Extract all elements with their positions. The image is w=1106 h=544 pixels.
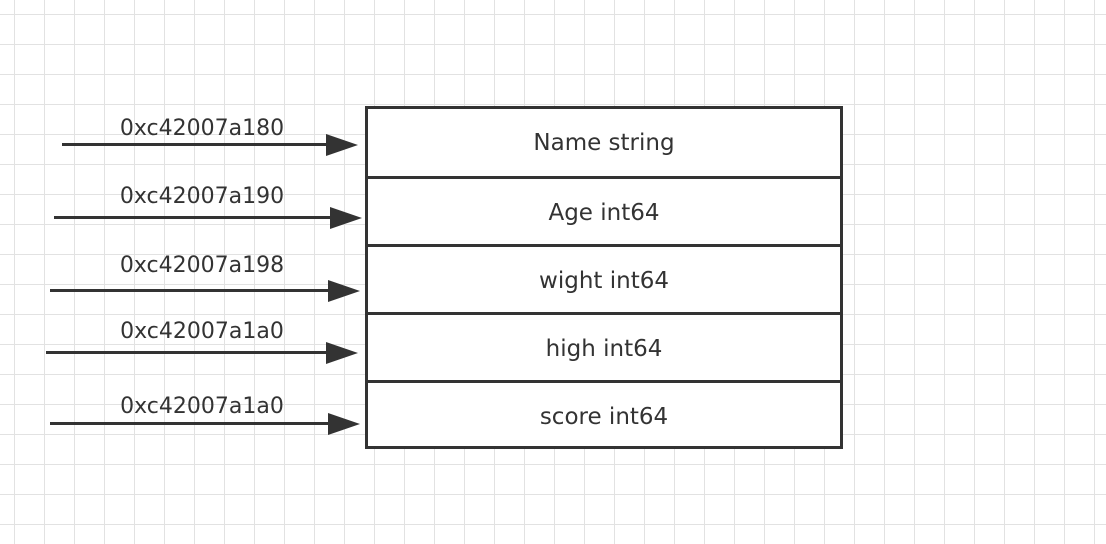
- arrow-head-icon: [328, 413, 360, 435]
- field-score: score int64: [368, 383, 840, 451]
- arrow-head-icon: [326, 342, 358, 364]
- field-divider: [368, 244, 840, 247]
- address-label-age: 0xc42007a190: [119, 184, 285, 209]
- field-label: score int64: [539, 404, 669, 430]
- arrow-head-icon: [326, 134, 358, 156]
- pointer-arrow-wight: [50, 279, 360, 303]
- field-label: high int64: [545, 336, 663, 362]
- field-divider: [368, 380, 840, 383]
- field-high: high int64: [368, 315, 840, 383]
- pointer-arrow-age: [54, 206, 362, 230]
- field-divider: [368, 176, 840, 179]
- struct-box: Name string Age int64 wight int64 high i…: [365, 106, 843, 449]
- pointer-arrow-name: [62, 133, 358, 157]
- arrow-head-icon: [328, 280, 360, 302]
- field-age: Age int64: [368, 179, 840, 247]
- address-label-wight: 0xc42007a198: [119, 253, 285, 278]
- field-wight: wight int64: [368, 247, 840, 315]
- field-divider: [368, 312, 840, 315]
- address-label-score: 0xc42007a1a0: [120, 394, 284, 419]
- field-label: wight int64: [539, 268, 669, 294]
- pointer-arrow-high: [46, 341, 358, 365]
- arrow-head-icon: [330, 207, 362, 229]
- field-name: Name string: [368, 109, 840, 177]
- address-label-name: 0xc42007a180: [119, 116, 285, 141]
- field-label: Age int64: [548, 200, 660, 226]
- address-label-high: 0xc42007a1a0: [120, 319, 284, 344]
- pointer-arrow-score: [50, 412, 360, 436]
- field-label: Name string: [533, 130, 675, 156]
